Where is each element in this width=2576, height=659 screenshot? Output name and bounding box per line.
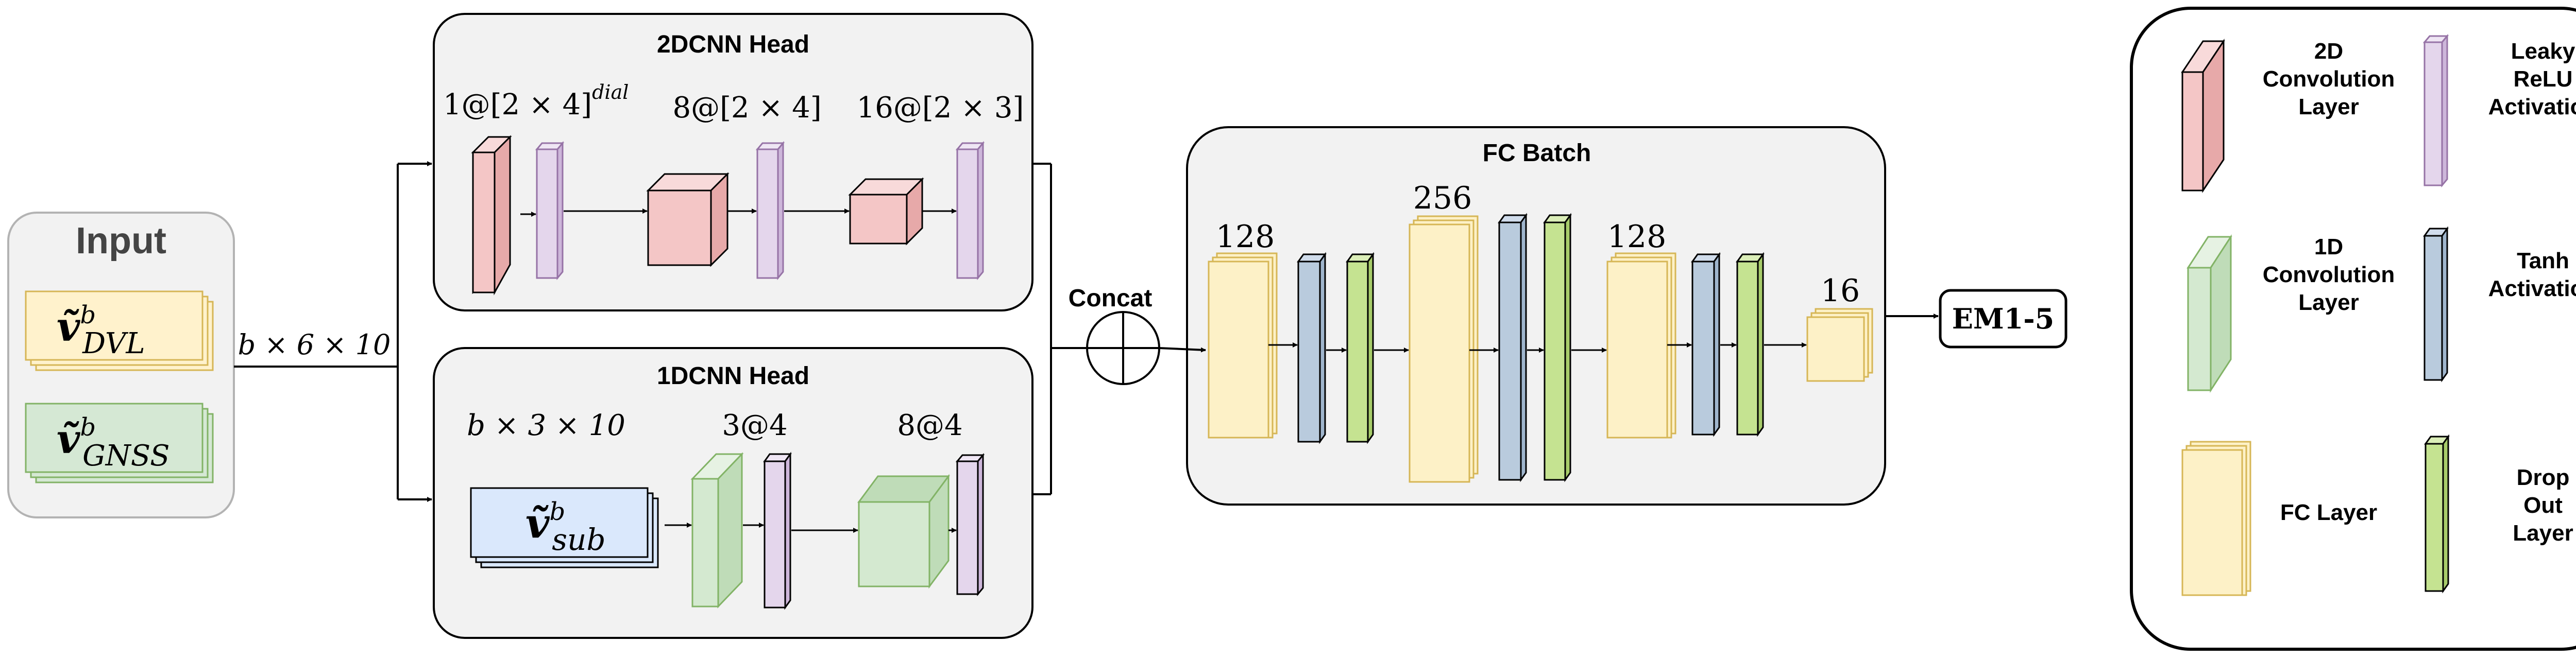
legend-fc: FC Layer <box>2181 441 2377 596</box>
fc-layer-1 <box>1208 252 1278 439</box>
fc-size-1: 128 <box>1216 219 1275 255</box>
leaky-relu-block-1 <box>535 141 565 281</box>
concat-label: Concat <box>1069 285 1153 312</box>
concat-connector <box>1032 163 1086 495</box>
leaky-relu-block-2 <box>755 141 785 281</box>
fc-size-4: 16 <box>1821 273 1860 309</box>
fc-size-2: 256 <box>1413 180 1472 216</box>
conv2d-block-2 <box>646 172 730 267</box>
head-1dcnn-title: 1DCNN Head <box>657 362 809 390</box>
fc-batch-arrows <box>1268 342 1807 353</box>
conv2d-layer3-label: 16@[2 × 3] <box>857 91 1024 125</box>
dropout-block-2 <box>1543 213 1572 482</box>
dropout-block-1 <box>1346 252 1375 444</box>
leaky-relu-block-5 <box>955 453 985 597</box>
conv2d-layer2-label: 8@[2 × 4] <box>672 91 821 125</box>
fc-layer-2 <box>1409 215 1479 483</box>
legend-leaky-relu: LeakyReLUActivation <box>2422 33 2576 188</box>
fc-batch-panel: FC Batch <box>1186 126 1886 506</box>
tanh-block-2 <box>1498 213 1528 482</box>
fc-size-3: 128 <box>1607 219 1667 255</box>
conv1d-layer2-label: 8@4 <box>897 409 962 442</box>
head-2dcnn-arrows <box>520 209 957 217</box>
output-box: EM1-5 <box>1939 289 2067 349</box>
legend-leaky-label: LeakyReLUActivation <box>2488 39 2576 119</box>
legend-tanh-label: TanhActivation <box>2488 248 2576 301</box>
conv2d-block-1 <box>471 135 512 296</box>
conv2d-block-3 <box>848 177 924 246</box>
conv1d-block-1 <box>690 452 744 609</box>
head-1dcnn-dim-label: b × 3 × 10 <box>467 409 625 442</box>
input-title: Input <box>76 220 166 262</box>
head-2dcnn-panel: 2DCNN Head <box>433 13 1033 311</box>
dropout-block-3 <box>1736 252 1765 437</box>
tanh-block-3 <box>1691 252 1721 437</box>
concat-to-fc-arrow <box>1159 347 1206 353</box>
output-label: EM1-5 <box>1952 302 2055 335</box>
fc-layer-3 <box>1606 252 1676 439</box>
conv1d-layer1-label: 3@4 <box>722 409 787 442</box>
conv2d-layer1-label: 1@[2 × 4]dial <box>443 81 629 122</box>
tanh-block-1 <box>1297 252 1327 444</box>
input-dim-label: b × 6 × 10 <box>238 328 391 361</box>
leaky-relu-block-3 <box>955 141 985 281</box>
head-1dcnn-arrows <box>665 523 957 533</box>
conv1d-block-2 <box>857 474 950 589</box>
head-2dcnn-title: 2DCNN Head <box>657 31 809 58</box>
input-split-connector <box>234 161 432 502</box>
fc-layer-4 <box>1806 308 1873 382</box>
legend-fc-label: FC Layer <box>2280 500 2377 525</box>
concat-node <box>1086 311 1160 385</box>
legend-tanh: TanhActivation <box>2423 226 2576 383</box>
fc-batch-title: FC Batch <box>1483 140 1591 167</box>
leaky-relu-block-4 <box>763 452 792 610</box>
